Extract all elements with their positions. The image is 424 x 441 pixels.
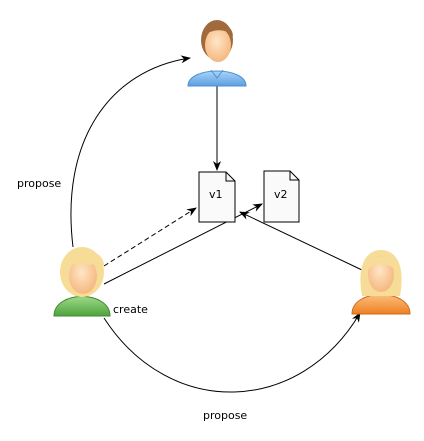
edge-right-to-v1	[239, 211, 363, 271]
create-label: create	[113, 303, 148, 316]
propose-label-top: propose	[17, 177, 61, 190]
person-top-avatar[interactable]	[187, 20, 247, 87]
document-v2-label: v2	[274, 188, 288, 201]
document-v2[interactable]: v2	[263, 170, 300, 223]
person-left-avatar[interactable]	[53, 247, 111, 317]
person-right-avatar[interactable]	[351, 250, 411, 315]
edge-propose-bottom	[103, 312, 361, 393]
propose-label-bottom: propose	[203, 409, 247, 422]
document-v1-icon	[198, 171, 236, 223]
document-v2-icon	[263, 170, 300, 223]
edge-left-to-v2	[103, 203, 263, 285]
edge-create-dashed	[103, 207, 197, 267]
edge-propose-top	[70, 55, 191, 248]
document-v1-label: v1	[209, 188, 223, 201]
document-v1[interactable]: v1	[198, 171, 236, 223]
